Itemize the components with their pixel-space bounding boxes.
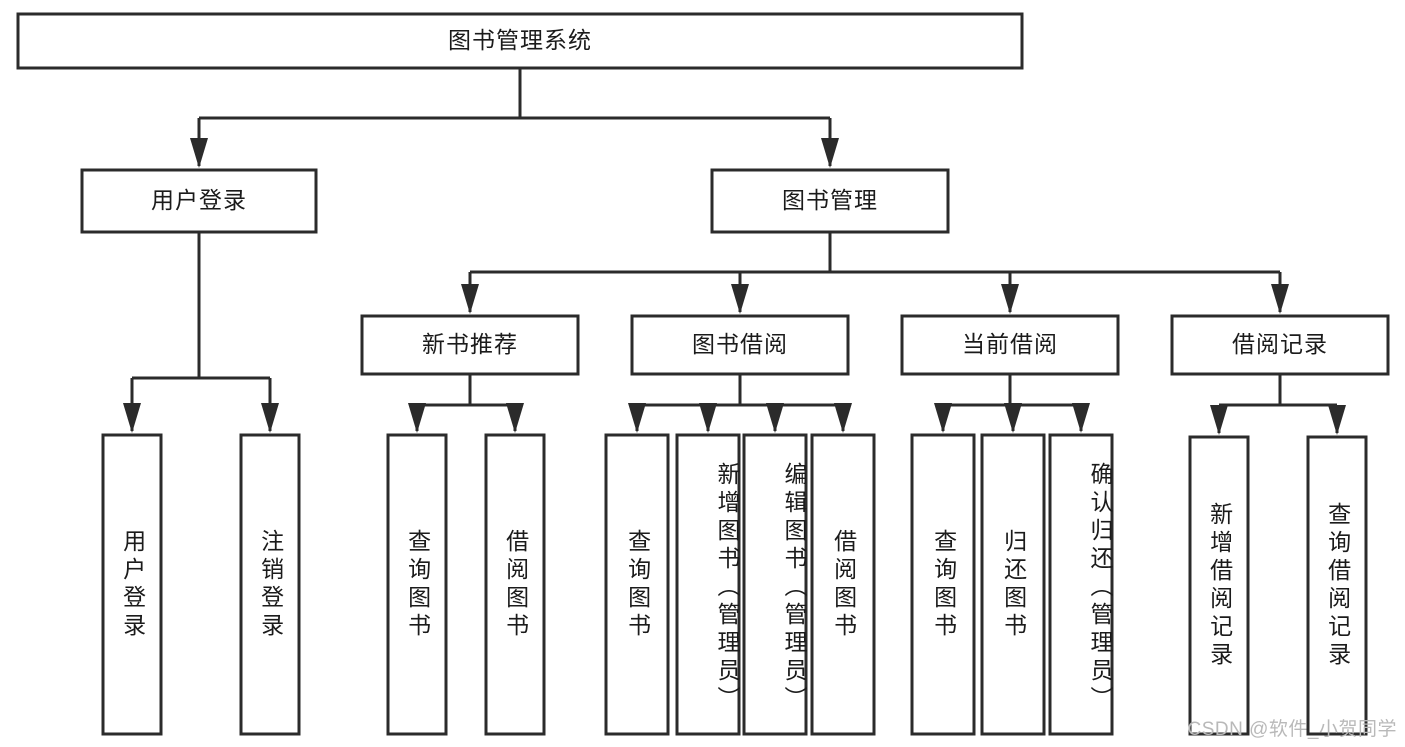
node-box-leaf-query-book-recommend[interactable] — [386, 433, 448, 736]
arrow-head-icon — [821, 138, 839, 168]
arrow-head-icon — [1001, 284, 1019, 314]
arrow-head-icon — [934, 403, 952, 433]
node-box-new-book-recommend[interactable] — [360, 314, 580, 376]
node-box-leaf-edit-book-admin[interactable] — [742, 433, 808, 736]
arrow-head-icon — [506, 403, 524, 433]
node-box-leaf-borrow-book-recommend[interactable] — [484, 433, 546, 736]
node-box-leaf-add-book-admin[interactable] — [675, 433, 741, 736]
node-box-current-borrow[interactable] — [900, 314, 1120, 376]
boxes-layer — [16, 12, 1390, 736]
arrow-head-icon — [766, 403, 784, 433]
arrow-head-icon — [261, 403, 279, 433]
node-box-book-management[interactable] — [710, 168, 950, 234]
arrow-head-icon — [731, 284, 749, 314]
arrow-head-icon — [461, 284, 479, 314]
node-box-leaf-return-book[interactable] — [980, 433, 1046, 736]
arrow-head-icon — [1210, 405, 1228, 435]
arrow-head-icon — [1072, 403, 1090, 433]
node-box-leaf-borrow-book-borrow[interactable] — [810, 433, 876, 736]
arrow-head-icon — [1004, 403, 1022, 433]
node-box-leaf-add-borrow-record[interactable] — [1188, 435, 1250, 736]
arrow-head-icon — [834, 403, 852, 433]
node-box-leaf-confirm-return-admin[interactable] — [1048, 433, 1114, 736]
node-box-leaf-query-borrow-record[interactable] — [1306, 435, 1368, 736]
arrow-head-icon — [123, 403, 141, 433]
arrow-head-icon — [1328, 405, 1346, 435]
csdn-watermark: CSDN @软件_小贺同学 — [1187, 719, 1397, 740]
node-box-borrow-record[interactable] — [1170, 314, 1390, 376]
node-box-book-borrow[interactable] — [630, 314, 850, 376]
node-box-leaf-query-book-borrow[interactable] — [604, 433, 670, 736]
arrow-head-icon — [1271, 284, 1289, 314]
node-box-leaf-user-login[interactable] — [101, 433, 163, 736]
arrow-head-icon — [190, 138, 208, 168]
arrow-head-icon — [699, 403, 717, 433]
node-box-root[interactable] — [16, 12, 1024, 70]
node-box-leaf-logout[interactable] — [239, 433, 301, 736]
node-box-leaf-query-book-current[interactable] — [910, 433, 976, 736]
node-box-user-login[interactable] — [80, 168, 318, 234]
arrow-head-icon — [408, 403, 426, 433]
arrow-head-icon — [628, 403, 646, 433]
connectors-layer — [123, 68, 1346, 435]
